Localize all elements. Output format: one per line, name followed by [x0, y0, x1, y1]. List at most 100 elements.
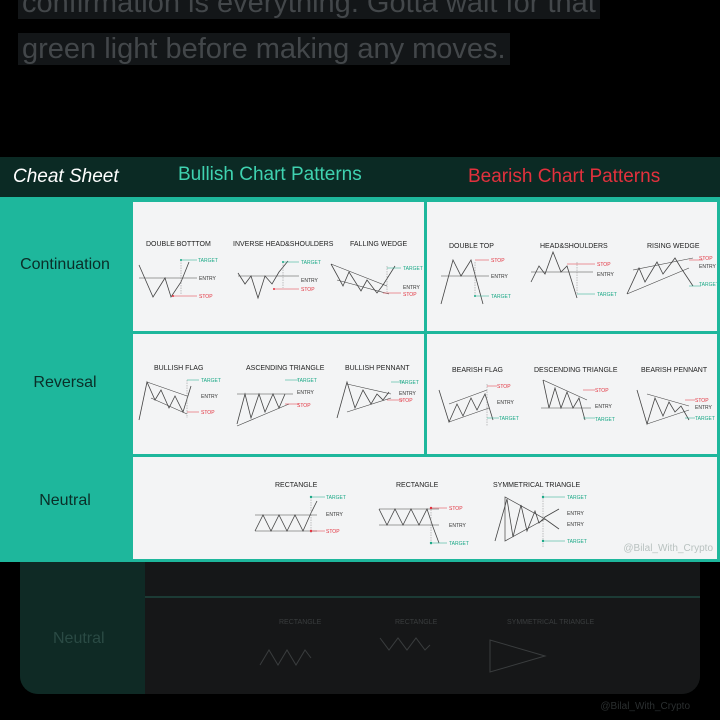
bearish-heading: Bearish Chart Patterns — [468, 166, 661, 187]
row-label-continuation: Continuation — [20, 256, 110, 273]
target-label: TARGET — [297, 378, 317, 384]
stop-label: STOP — [297, 403, 311, 409]
target-label: TARGET — [699, 282, 717, 288]
pattern-title-bearish-pennant: BEARISH PENNANT — [641, 367, 708, 374]
stop-label: STOP — [497, 384, 511, 390]
target-label: TARGET — [201, 378, 221, 384]
stop-label: STOP — [201, 410, 215, 416]
target-label: TARGET — [499, 416, 519, 422]
background-text-line: green light before making any moves. — [18, 33, 510, 65]
panel-continuation-bullish: DOUBLE BOTTTOM INVERSE HEAD&SHOULDERS FA… — [133, 202, 424, 331]
support-line — [236, 403, 290, 427]
entry-label: ENTRY — [449, 523, 467, 529]
pattern-title-bullish-flag: BULLISH FLAG — [154, 365, 203, 372]
entry-label: ENTRY — [399, 391, 417, 397]
stop-label: STOP — [403, 292, 417, 298]
pattern-rising-wedge — [626, 257, 694, 295]
pattern-title-bearish-flag: BEARISH FLAG — [452, 367, 503, 374]
stop-label: STOP — [199, 294, 213, 300]
pattern-title-falling-wedge: FALLING WEDGE — [350, 241, 408, 248]
background-text-line: confirmation is everything. Gotta wait f… — [18, 0, 600, 19]
panel-reversal-bullish: BULLISH FLAG ASCENDING TRIANGLE BULLISH … — [133, 334, 424, 454]
stop-label: STOP — [491, 258, 505, 264]
pattern-title-symmetrical-triangle: SYMMETRICAL TRIANGLE — [493, 482, 580, 489]
flag-upper-line — [146, 381, 188, 397]
pattern-bullish-pennant — [336, 380, 390, 419]
background-pattern-triangle — [489, 639, 547, 673]
flag-lower-line — [448, 407, 490, 423]
target-label: TARGET — [567, 539, 587, 545]
stop-label: STOP — [699, 256, 713, 262]
target-label: TARGET — [695, 416, 715, 422]
stop-label: STOP — [399, 398, 413, 404]
target-label: TARGET — [567, 495, 587, 501]
bullish-heading: Bullish Chart Patterns — [178, 164, 362, 185]
background-pattern-title: RECTANGLE — [395, 619, 438, 626]
background-pattern-title: SYMMETRICAL TRIANGLE — [507, 619, 594, 626]
target-label: TARGET — [449, 541, 469, 547]
pattern-bearish-flag — [438, 389, 494, 424]
entry-label: ENTRY — [595, 404, 613, 410]
background-pattern-title: RECTANGLE — [279, 619, 322, 626]
stop-label: STOP — [595, 388, 609, 394]
entry-label: ENTRY — [597, 272, 615, 278]
pattern-double-top — [440, 258, 484, 305]
stop-dot — [309, 529, 313, 533]
row-label-reversal: Reversal — [33, 374, 97, 391]
entry-label: ENTRY — [297, 390, 315, 396]
target-label: TARGET — [595, 417, 615, 423]
row-label-neutral: Neutral — [39, 492, 91, 509]
target-label: TARGET — [326, 495, 346, 501]
stop-label: STOP — [326, 529, 340, 535]
stop-label: STOP — [597, 262, 611, 268]
background-neutral-label: Neutral — [53, 630, 105, 647]
pattern-title-double-top: DOUBLE TOP — [449, 243, 494, 250]
pattern-title-rectangle-bearish: RECTANGLE — [396, 482, 439, 489]
flag-lower-line — [150, 397, 188, 415]
sheet-header: Cheat Sheet Bullish Chart Patterns Beari… — [0, 157, 720, 197]
wedge-upper-line — [330, 263, 388, 287]
pennant-upper-line — [346, 383, 392, 395]
entry-label: ENTRY — [497, 400, 515, 406]
pattern-symmetrical-triangle-breakdown — [544, 518, 560, 530]
pattern-double-bottom — [138, 261, 190, 298]
wedge-upper-line — [632, 257, 694, 271]
pattern-bearish-pennant — [636, 389, 690, 426]
panel-continuation-bearish: DOUBLE TOP HEAD&SHOULDERS RISING WEDGE S… — [427, 202, 717, 331]
pennant-lower-line — [646, 409, 690, 425]
target-label: TARGET — [198, 258, 218, 264]
target-label: TARGET — [597, 292, 617, 298]
pattern-title-bullish-pennant: BULLISH PENNANT — [345, 365, 410, 372]
flag-upper-line — [448, 389, 488, 405]
pattern-symmetrical-triangle — [494, 498, 560, 542]
stop-label: STOP — [449, 506, 463, 512]
wedge-lower-line — [626, 267, 690, 295]
background-patterns: RECTANGLE RECTANGLE SYMMETRICAL TRIANGLE — [259, 619, 594, 673]
entry-label: ENTRY — [326, 512, 344, 518]
target-dot — [541, 495, 545, 499]
stop-label: STOP — [301, 287, 315, 293]
target-label: TARGET — [403, 266, 423, 272]
entry-label: ENTRY — [567, 522, 585, 528]
pattern-bullish-flag — [138, 380, 192, 421]
entry-label: ENTRY — [695, 405, 713, 411]
entry-label: ENTRY — [201, 394, 219, 400]
target-dot — [309, 495, 313, 499]
pattern-rectangle-bearish — [378, 507, 440, 544]
target-label: TARGET — [399, 380, 419, 386]
sheet-title: Cheat Sheet — [13, 166, 119, 187]
target-dot — [429, 541, 433, 545]
background-post-text: confirmation is everything. Gotta wait f… — [18, 0, 658, 72]
pattern-ascending-triangle — [236, 392, 286, 425]
pattern-title-double-bottom: DOUBLE BOTTTOM — [146, 241, 211, 248]
target-label: TARGET — [491, 294, 511, 300]
pattern-rectangle-bullish — [254, 500, 318, 532]
background-watermark: @Bilal_With_Crypto — [600, 701, 690, 712]
target-dot — [474, 295, 476, 297]
pattern-title-ascending-triangle: ASCENDING TRIANGLE — [246, 365, 325, 372]
entry-label: ENTRY — [403, 285, 421, 291]
target-label: TARGET — [301, 260, 321, 266]
pattern-title-descending-triangle: DESCENDING TRIANGLE — [534, 367, 618, 374]
target-dot — [541, 539, 545, 543]
